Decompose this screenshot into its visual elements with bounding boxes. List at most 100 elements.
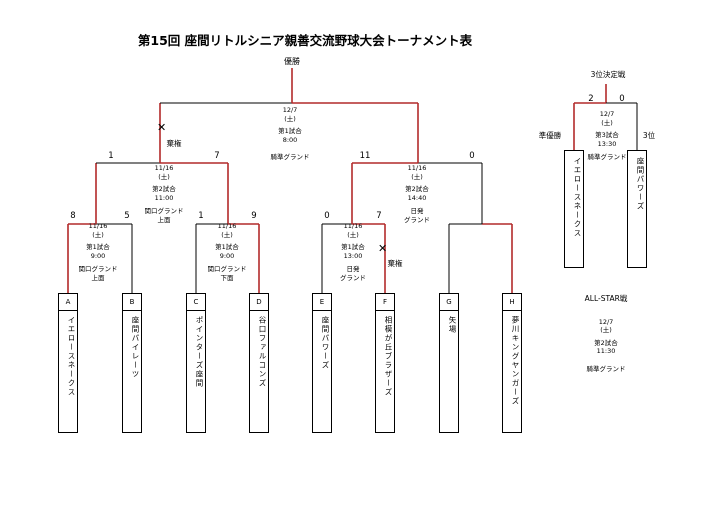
score-c: 1 <box>198 211 204 221</box>
allstar-day: (土) <box>600 326 612 334</box>
match-date: 11/16 <box>88 222 108 230</box>
team-name: ポインターズ座間 <box>195 316 204 388</box>
match-info-final: 12/7 (土) 第1試合 8:00 騎準グランド <box>265 106 315 162</box>
match-game: 第3試合 <box>595 131 619 139</box>
team-name: イエロースネークス <box>573 157 582 238</box>
match-venue: 関口グランド <box>207 265 247 273</box>
match-date: 11/16 <box>154 164 174 172</box>
team-box-d: D 谷口ファルコンズ <box>249 293 269 433</box>
match-day: (土) <box>411 172 423 181</box>
team-box-e: E 座間パワーズ <box>312 293 332 433</box>
score-sf2-right: 0 <box>469 151 475 161</box>
third-place-box-right: 座間パワーズ <box>627 150 647 268</box>
third-place-box-left: イエロースネークス <box>564 150 584 268</box>
allstar-title: ALL-STAR戦 <box>584 294 628 303</box>
match-game: 第1試合 <box>278 127 302 135</box>
match-date: 11/16 <box>217 222 237 230</box>
match-time: 9:00 <box>219 251 235 260</box>
team-box-h: H 夢川キングヤンガーズ <box>502 293 522 433</box>
match-time: 8:00 <box>282 135 298 144</box>
allstar-time: 11:30 <box>596 347 616 355</box>
score-tp-right: 0 <box>619 94 625 104</box>
match-venue: 騎準グランド <box>587 153 627 161</box>
team-letter: H <box>503 294 521 311</box>
match-venue: 騎準グランド <box>270 153 310 161</box>
allstar-venue: 騎準グランド <box>586 364 626 373</box>
allstar-date: 12/7 <box>598 317 614 326</box>
runner-up-label: 準優勝 <box>538 131 562 140</box>
team-letter: G <box>440 294 458 311</box>
match-game: 第1試合 <box>341 243 365 251</box>
forfeit-x-mark: ✕ <box>378 242 388 255</box>
team-letter: F <box>376 294 394 311</box>
team-name: 座間パワーズ <box>636 157 645 211</box>
score-sf1-left: 1 <box>108 151 114 161</box>
match-info-sf2: 11/16 (土) 第2試合 14:40 日発 グランド <box>392 164 442 224</box>
allstar-game: 第2試合 <box>594 338 618 347</box>
team-box-b: B 座間パイレーツ <box>122 293 142 433</box>
match-date: 12/7 <box>282 106 298 114</box>
team-name: 座間パワーズ <box>321 316 330 370</box>
team-name: 夢川キングヤンガーズ <box>511 316 520 406</box>
match-date: 11/16 <box>343 222 363 230</box>
forfeit-x-mark: ✕ <box>157 121 167 134</box>
match-venue: 日発 <box>346 265 360 273</box>
match-day: (土) <box>601 118 613 127</box>
score-a: 8 <box>70 211 76 221</box>
score-e: 0 <box>324 211 330 221</box>
score-d: 9 <box>251 211 257 221</box>
team-name: 矢場 <box>448 316 457 334</box>
match-info-third: 12/7 (土) 第3試合 13:30 騎準グランド <box>583 110 631 162</box>
match-game: 第2試合 <box>405 185 429 193</box>
match-info-sf1: 11/16 (土) 第2試合 11:00 関口グランド 上面 <box>139 164 189 224</box>
team-box-g: G 矢場 <box>439 293 459 433</box>
team-name: 相模が丘ブラザーズ <box>384 316 393 397</box>
match-time: 11:00 <box>154 193 174 202</box>
champion-label: 優勝 <box>284 57 300 66</box>
third-place-title: 3位決定戦 <box>590 70 626 79</box>
team-name: 座間パイレーツ <box>131 316 140 379</box>
match-day: (土) <box>92 230 104 239</box>
match-info-ab: 11/16 (土) 第1試合 9:00 関口グランド 上面 <box>73 222 123 282</box>
match-venue: 関口グランド <box>144 207 184 215</box>
match-time: 9:00 <box>90 251 106 260</box>
match-venue-sub: 下面 <box>220 273 234 282</box>
match-time: 13:00 <box>343 251 363 260</box>
team-letter: B <box>123 294 141 311</box>
match-time: 13:30 <box>597 139 617 148</box>
allstar-info: ALL-STAR戦 12/7 (土) 第2試合 11:30 騎準グランド <box>570 294 642 373</box>
match-venue: 関口グランド <box>78 265 118 273</box>
team-letter: E <box>313 294 331 311</box>
match-date: 11/16 <box>407 164 427 172</box>
score-tp-left: 2 <box>588 94 594 104</box>
match-game: 第1試合 <box>86 243 110 251</box>
match-venue-sub: 上面 <box>91 273 105 282</box>
match-time: 14:40 <box>407 193 427 202</box>
team-name: イエロースネークス <box>67 316 76 397</box>
match-day: (土) <box>221 230 233 239</box>
match-game: 第1試合 <box>215 243 239 251</box>
match-date: 12/7 <box>599 110 615 118</box>
third-label: 3位 <box>642 131 656 140</box>
match-venue: 日発 <box>410 207 424 215</box>
match-day: (土) <box>284 114 296 123</box>
match-game: 第2試合 <box>152 185 176 193</box>
team-box-c: C ポインターズ座間 <box>186 293 206 433</box>
match-day: (土) <box>158 172 170 181</box>
score-sf1-right: 7 <box>214 151 220 161</box>
match-venue-sub: グランド <box>404 215 430 224</box>
match-venue-sub: グランド <box>340 273 366 282</box>
match-venue-sub: 上面 <box>157 215 171 224</box>
team-letter: C <box>187 294 205 311</box>
match-day: (土) <box>347 230 359 239</box>
team-letter: D <box>250 294 268 311</box>
tournament-title: 第15回 座間リトルシニア親善交流野球大会トーナメント表 <box>137 33 473 48</box>
forfeit-label: 棄権 <box>387 259 403 268</box>
score-b: 5 <box>124 211 130 221</box>
team-name: 谷口ファルコンズ <box>258 316 267 388</box>
forfeit-label: 棄権 <box>166 139 182 148</box>
team-box-f: F 相模が丘ブラザーズ <box>375 293 395 433</box>
score-sf2-left: 11 <box>359 151 371 161</box>
team-letter: A <box>59 294 77 311</box>
